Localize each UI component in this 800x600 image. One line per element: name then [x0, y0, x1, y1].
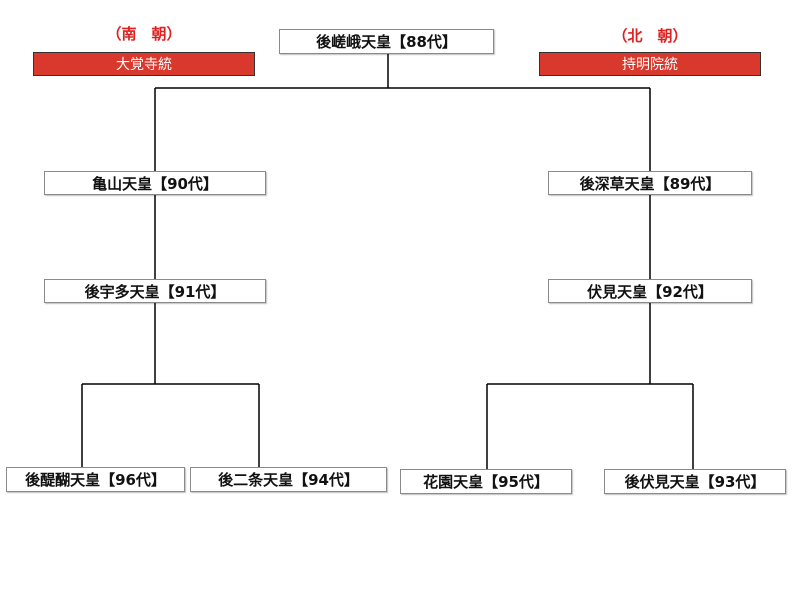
emperor-node-gofushimi: 後伏見天皇【93代】: [604, 469, 786, 494]
emperor-node-godaigo: 後醍醐天皇【96代】: [6, 467, 185, 492]
emperor-node-kameyama: 亀山天皇【90代】: [44, 171, 266, 195]
emperor-node-gouda: 後宇多天皇【91代】: [44, 279, 266, 303]
emperor-node-gofukakusa: 後深草天皇【89代】: [548, 171, 752, 195]
emperor-node-gonijo: 後二条天皇【94代】: [190, 467, 387, 492]
daikakuji-lineage-label: 大覚寺統: [33, 52, 255, 76]
emperor-node-fushimi: 伏見天皇【92代】: [548, 279, 752, 303]
emperor-node-hanazono: 花園天皇【95代】: [400, 469, 572, 494]
jimyoin-lineage-label: 持明院統: [539, 52, 761, 76]
emperor-node-gosaga: 後嵯峨天皇【88代】: [279, 29, 494, 54]
southern-court-heading: （南 朝）: [106, 25, 182, 43]
northern-court-heading: （北 朝）: [612, 27, 688, 45]
